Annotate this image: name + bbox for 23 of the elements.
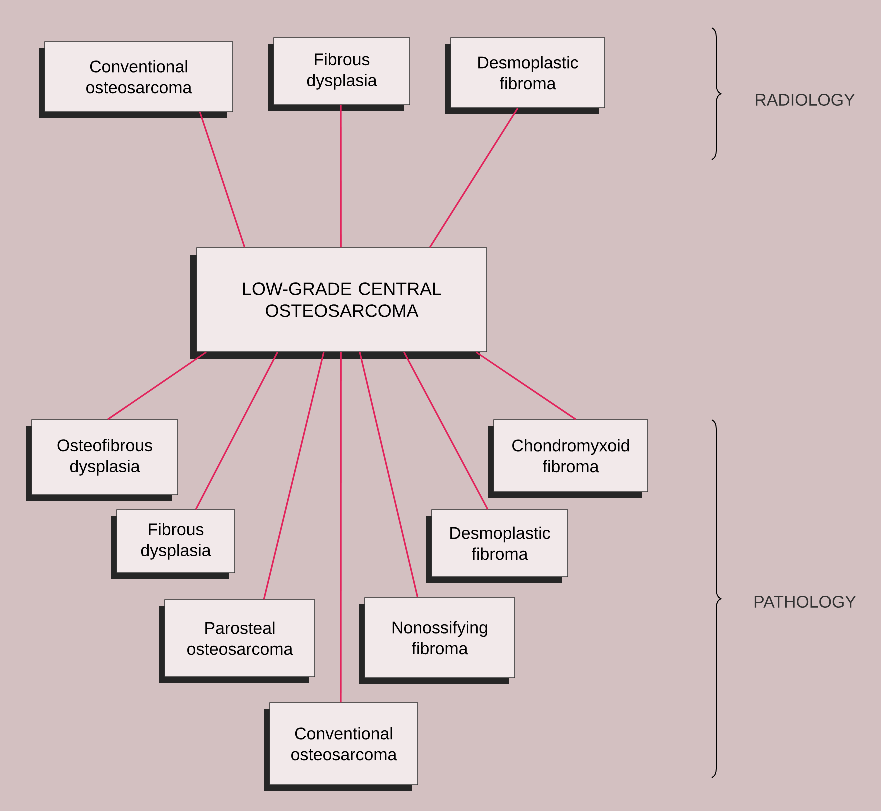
connector-line xyxy=(476,352,576,420)
connector-line xyxy=(340,105,342,248)
diagnosis-box: LOW-GRADE CENTRAL OSTEOSARCOMA xyxy=(190,248,488,359)
connector-line xyxy=(340,352,342,703)
diagnosis-box: Chondromyxoid fibroma xyxy=(488,420,648,498)
diagnosis-box: Desmoplastic fibroma xyxy=(426,510,568,583)
diagnosis-box: Conventional osteosarcoma xyxy=(39,42,234,118)
section-label: RADIOLOGY xyxy=(756,94,855,106)
connector-line xyxy=(108,352,207,420)
connector-line xyxy=(199,112,246,248)
connector-line xyxy=(359,352,419,598)
connector-line xyxy=(263,352,325,600)
diagnosis-box: Conventional osteosarcoma xyxy=(264,702,418,791)
connector-line xyxy=(404,352,489,510)
diagnosis-box: Osteofibrous dysplasia xyxy=(26,420,178,501)
diagnosis-box: Fibrous dysplasia xyxy=(111,510,236,579)
connector-line xyxy=(429,108,519,248)
diagnosis-box: Desmoplastic fibroma xyxy=(445,38,606,114)
connector-line xyxy=(195,352,278,510)
section-label: PATHOLOGY xyxy=(754,596,856,608)
diagnosis-box: Fibrous dysplasia xyxy=(268,38,410,111)
diagnosis-box: Nonossifying fibroma xyxy=(359,598,516,684)
diagnosis-box: Parosteal osteosarcoma xyxy=(159,600,316,683)
